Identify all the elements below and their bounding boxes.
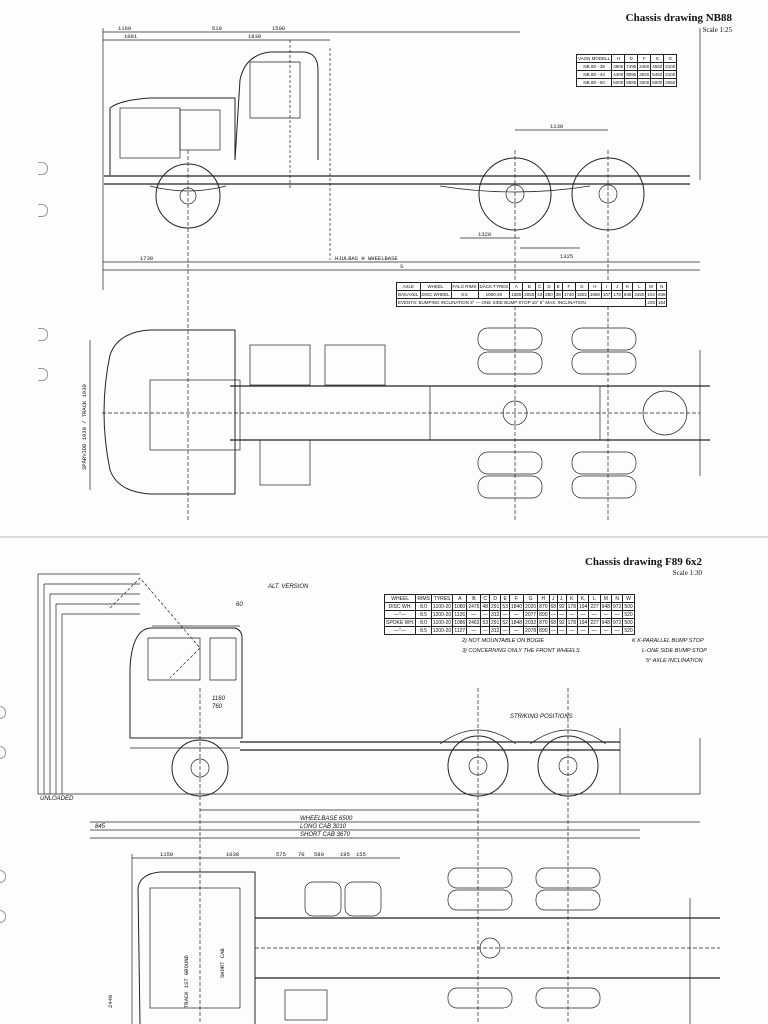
table-cell: 312: [489, 626, 502, 635]
table-note-row: EVENTS: BUMPING INCLINATION 3° — ONE SID…: [395, 298, 668, 307]
plan-dim-6: 195: [340, 851, 350, 858]
dim-top-4: 1830: [248, 33, 261, 40]
dim-760: 760: [212, 704, 223, 710]
dim-top-2: 1081: [124, 33, 138, 40]
label-unloaded: UNLOADED: [40, 796, 74, 802]
dim-60: 60: [236, 602, 243, 608]
binder-hole: [38, 368, 48, 381]
dim-top-3: 510: [212, 25, 222, 32]
label-striking-positions: STRIKING POSITIONS: [510, 714, 573, 720]
binder-hole: [38, 204, 48, 217]
top-drawing-sheet: Chassis drawing NB88 Scale 1:25: [38, 12, 732, 520]
label-short-cab: SHORT CAB 3670: [300, 832, 351, 838]
plan-label-short-cab: SHORT CAB: [219, 948, 226, 978]
nb88-plan-view-drawing: SPÅRVIDD 1930 / TRACK 1930: [81, 327, 710, 499]
note-left-1: 2) NOT MOUNTABLE ON BOGIE: [461, 638, 544, 644]
table-row: NB 88 - 50 5000 8695 3300 6000 2550: [575, 78, 678, 87]
top-sheet-scale: Scale 1:25: [702, 26, 732, 34]
dim-bottom-1: 1730: [140, 255, 153, 262]
dim-top-5: 1500: [272, 25, 285, 32]
binder-hole: [38, 162, 48, 175]
table-cell: 520: [622, 626, 635, 635]
dim-top-1: 1160: [118, 25, 131, 32]
dim-side-1: 1130: [550, 123, 563, 130]
bottom-drawing-sheet: Chassis drawing F89 6x2 Scale 1:30 WHEEL…: [0, 538, 768, 1024]
table-cell: 1200-20: [430, 626, 454, 635]
note-left-2: 3) CONCERNING ONLY THE FRONT WHEELS: [462, 648, 580, 654]
dim-1160: 1160: [212, 696, 226, 702]
dim-track-width: SPÅRVIDD 1930 / TRACK 1930: [81, 384, 88, 470]
table-cell: —"—: [383, 626, 417, 635]
binder-hole: [38, 328, 48, 341]
table-cell: —: [466, 626, 482, 635]
bottom-sheet-title: Chassis drawing F89 6x2: [584, 556, 702, 568]
dim-side-3: 1325: [560, 253, 573, 260]
plan-dim-5: 580: [314, 851, 324, 858]
top-sheet-title: Chassis drawing NB88: [625, 12, 732, 24]
dim-front-overhang: 845: [95, 824, 106, 830]
note-right-3: 5° AXLE INCLINATION: [646, 658, 703, 664]
label-alt-version: ALT. VERSION: [267, 584, 309, 590]
table-cell: NB 88 - 50: [575, 78, 613, 87]
plan-label-width: 2440: [107, 995, 114, 1008]
dim-side-2: 1320: [478, 231, 491, 238]
note-right-2: L-ONE SIDE BUMP STOP: [642, 648, 707, 654]
table-note: EVENTS: BUMPING INCLINATION 3° — ONE SID…: [395, 298, 647, 307]
note-right-1: K K-PARALLEL BUMP STOP: [632, 638, 704, 644]
table-cell: 164: [655, 298, 668, 307]
nb88-side-elevation-drawing: 1160 1081 510 1830 1500 1730 HJULBAS H W…: [102, 25, 701, 520]
label-long-cab: LONG CAB 3010: [300, 824, 347, 830]
plan-dim-3: 575: [276, 851, 286, 858]
table-row: NB 88 - 44 4400 8095 3020 5450 2100: [575, 70, 678, 79]
f89-drawings: 2) NOT MOUNTABLE ON BOGIE 3) CONCERNING …: [37, 573, 720, 1024]
dim-wheelbase: HJULBAS H WHEELBASE: [335, 255, 398, 262]
plan-dim-4: 70: [298, 851, 305, 858]
bottom-sheet-scale: Scale 1:30: [672, 569, 702, 577]
table-cell: 2550: [663, 78, 678, 87]
dim-bottom-2: S: [400, 263, 404, 270]
plan-dim-7: 155: [356, 851, 366, 858]
plan-dim-1: 1150: [160, 851, 173, 858]
table-cell: 890: [537, 626, 550, 635]
plan-dim-2: 1030: [226, 851, 239, 858]
label-wheelbase: WHEELBASE 6500: [300, 816, 353, 822]
variant-table: VAGN MODELL H D F S G NB 88 - 38 3800 74…: [575, 54, 678, 87]
plan-label-track: TRACK 1ST GROUND: [183, 954, 190, 1008]
